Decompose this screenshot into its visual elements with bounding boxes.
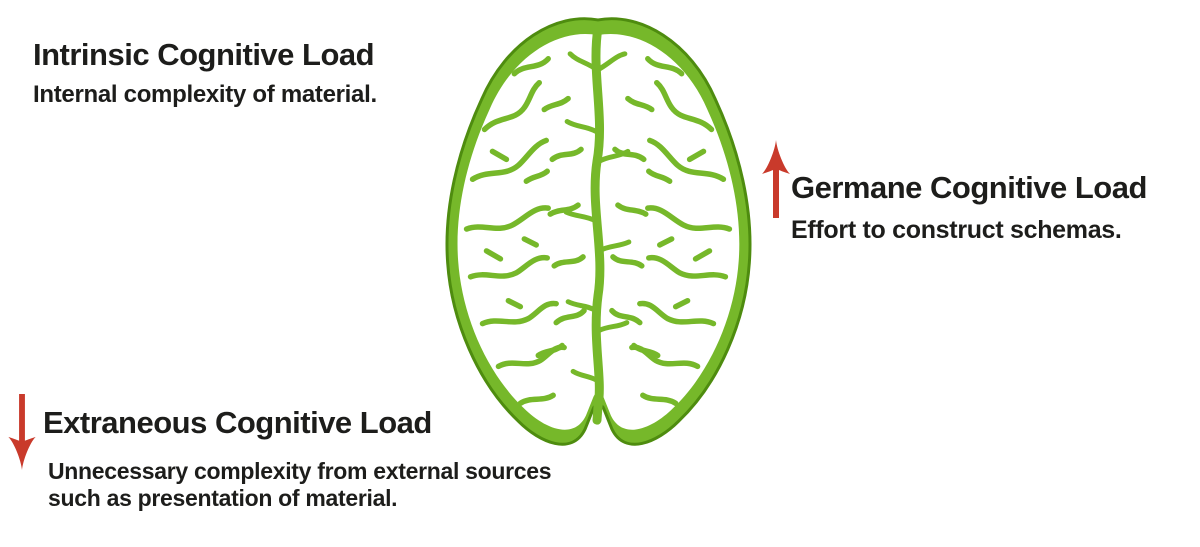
arrow-down-icon (6, 392, 38, 470)
germane-load-description: Effort to construct schemas. (791, 216, 1122, 245)
germane-load-heading: Germane Cognitive Load (791, 170, 1147, 205)
intrinsic-load-heading: Intrinsic Cognitive Load (33, 37, 375, 72)
extraneous-description-line1: Unnecessary complexity from external sou… (48, 458, 552, 484)
intrinsic-load-block: Intrinsic Cognitive Load Internal comple… (33, 37, 377, 109)
extraneous-load-description: Unnecessary complexity from external sou… (48, 458, 552, 512)
brain-icon (426, 12, 770, 460)
intrinsic-load-description: Internal complexity of material. (33, 81, 377, 109)
extraneous-description-line2: such as presentation of material. (48, 485, 398, 512)
extraneous-load-heading: Extraneous Cognitive Load (43, 405, 432, 440)
germane-load-block: Germane Cognitive Load Effort to constru… (791, 170, 1147, 246)
extraneous-load-block: Extraneous Cognitive Load (43, 405, 432, 440)
arrow-up-icon (760, 140, 792, 220)
